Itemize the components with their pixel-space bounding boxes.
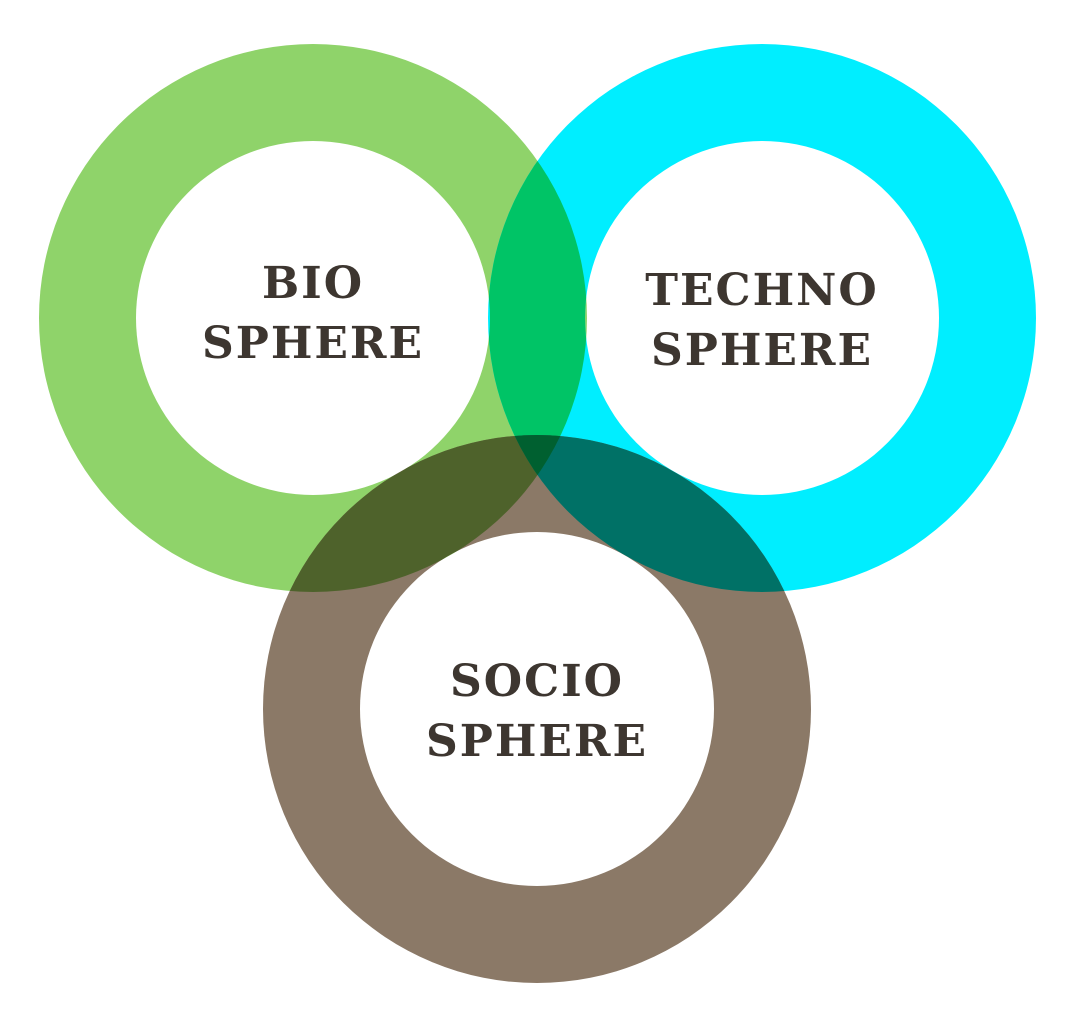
techno-sphere-label-line2: SPHERE bbox=[651, 325, 873, 376]
bio-sphere-label-line1: BIO bbox=[262, 258, 364, 309]
socio-sphere-label-line1: SOCIO bbox=[450, 656, 624, 707]
bio-sphere-label-line2: SPHERE bbox=[202, 318, 424, 369]
techno-sphere-label-line1: TECHNO bbox=[645, 265, 878, 316]
socio-sphere-label-line2: SPHERE bbox=[426, 716, 648, 767]
